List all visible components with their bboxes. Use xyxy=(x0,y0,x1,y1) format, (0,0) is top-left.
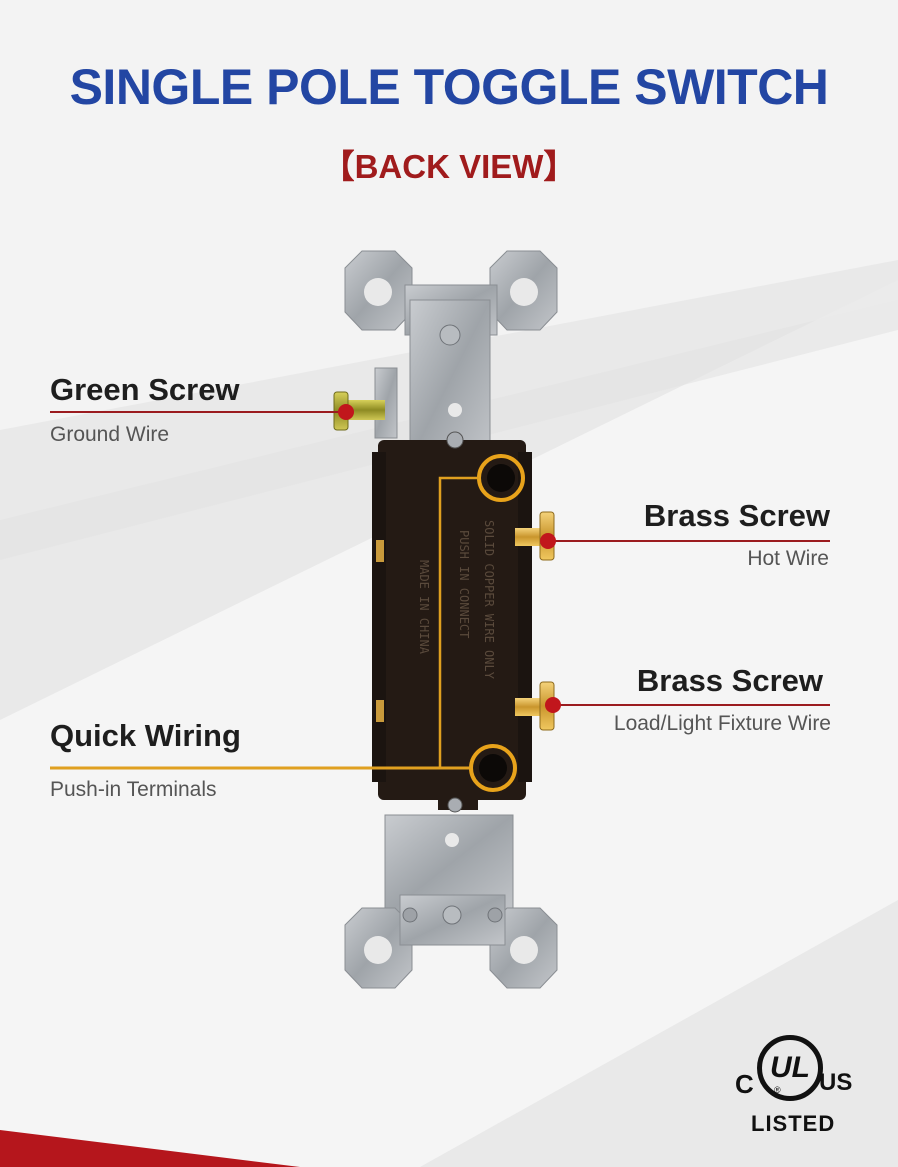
ul-circle-icon: UL xyxy=(757,1035,823,1101)
svg-text:MADE IN CHINA: MADE IN CHINA xyxy=(417,560,431,655)
ul-us-text: US xyxy=(819,1069,853,1096)
ul-listed-mark: C UL ® US LISTED xyxy=(727,1033,862,1143)
switch-body: MADE IN CHINA PUSH IN CONNECT SOLID COPP… xyxy=(372,431,532,813)
brass-screw-hot-label: Brass Screw xyxy=(643,498,830,533)
green-ground-screw xyxy=(333,367,398,439)
brass-screw-load-label: Brass Screw xyxy=(636,663,823,698)
quick-wiring-label: Quick Wiring xyxy=(50,718,241,753)
page-title: SINGLE POLE TOGGLE SWITCH xyxy=(69,59,829,115)
green-screw-sub: Ground Wire xyxy=(50,423,170,446)
ul-mark-text: UL xyxy=(770,1051,810,1084)
brass-screw-hot-sub: Hot Wire xyxy=(747,547,829,570)
svg-text:PUSH IN CONNECT: PUSH IN CONNECT xyxy=(457,530,471,638)
svg-text:SOLID COPPER WIRE ONLY: SOLID COPPER WIRE ONLY xyxy=(482,520,496,680)
leader-lines xyxy=(50,404,830,770)
green-screw-label: Green Screw xyxy=(50,372,240,407)
brass-screw-load-sub: Load/Light Fixture Wire xyxy=(613,712,831,735)
ul-c-text: C xyxy=(735,1069,754,1099)
bottom-mounting-strap xyxy=(344,814,558,989)
page-subtitle: 【BACK VIEW】 xyxy=(321,148,577,185)
ul-listed-text: LISTED xyxy=(751,1111,836,1136)
quick-wiring-sub: Push-in Terminals xyxy=(50,778,217,801)
registered-icon: ® xyxy=(774,1085,781,1095)
